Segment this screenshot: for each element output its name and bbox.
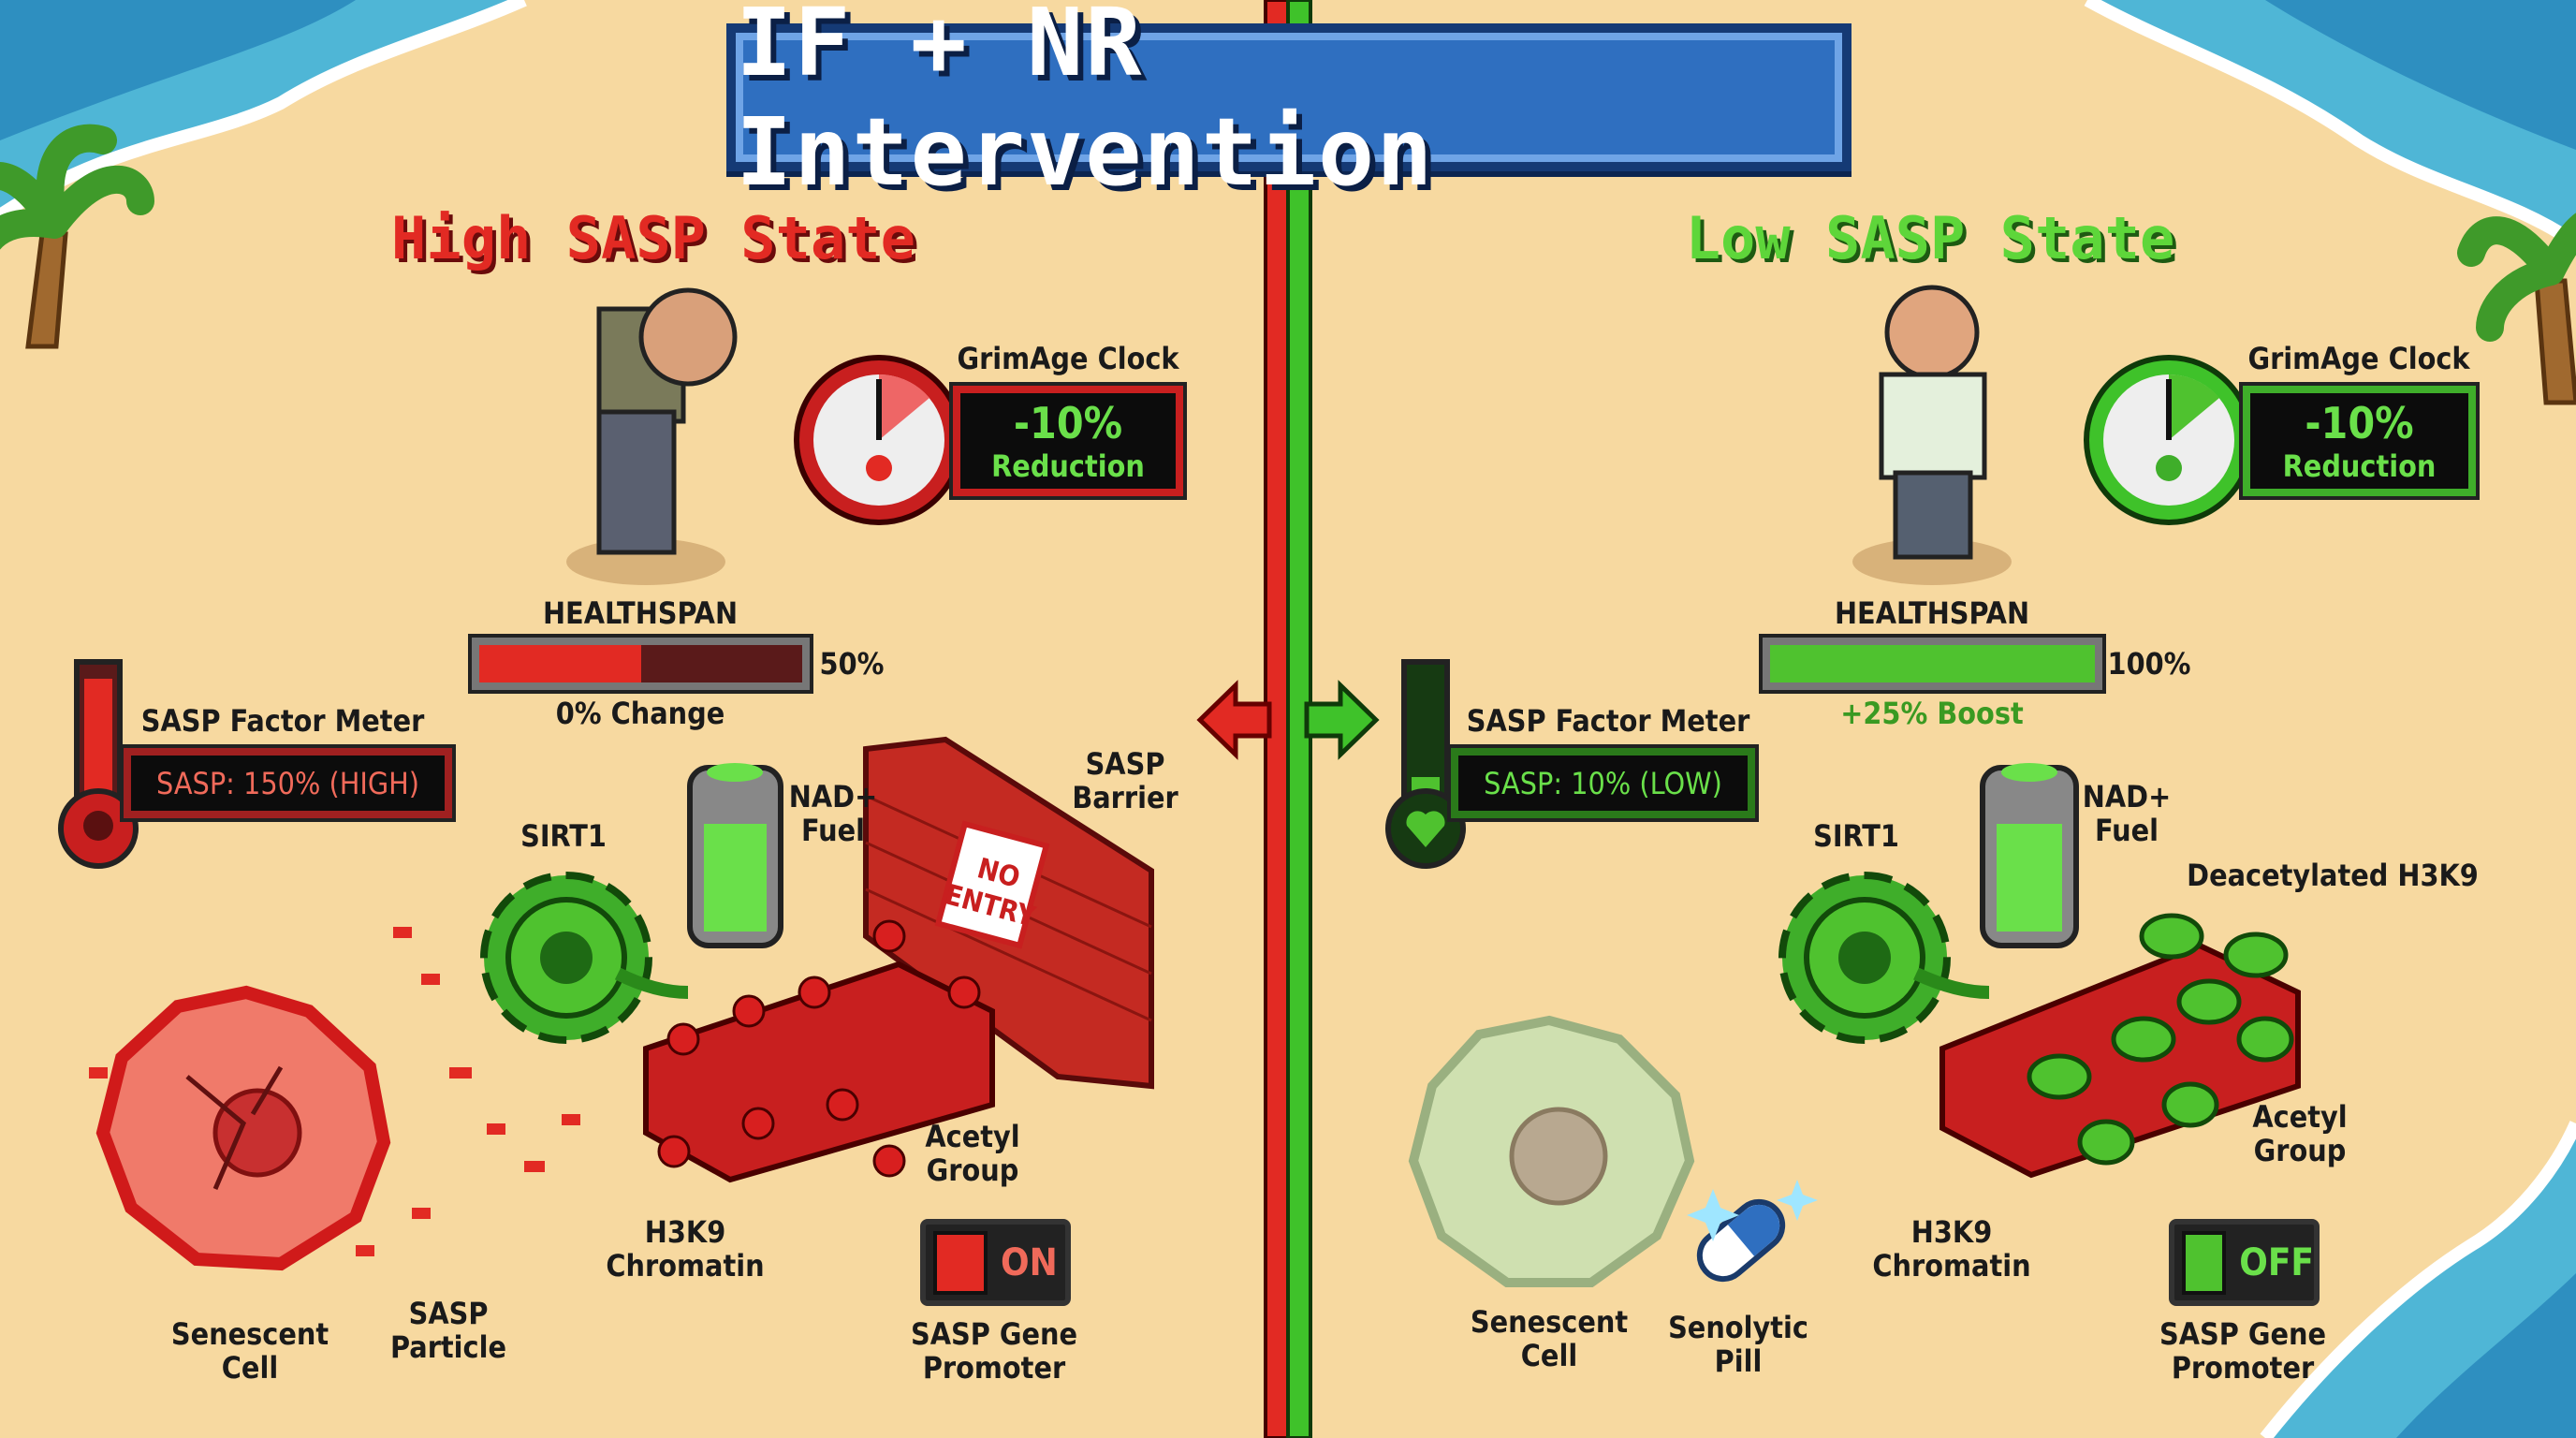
right-sasp-gene-switch-off[interactable]: OFF xyxy=(2169,1219,2320,1306)
left-sasp-reading: SASP: 150% (HIGH) xyxy=(155,765,420,801)
left-sasp-reading-panel: SASP: 150% (HIGH) xyxy=(120,744,456,822)
right-healthspan-bar xyxy=(1759,634,2106,694)
h3k9-chromatin-right xyxy=(1939,913,2301,1179)
left-promoter-label: SASP Gene Promoter xyxy=(910,1316,1078,1386)
left-healthspan-label: HEALTHSPAN xyxy=(542,595,739,631)
ocean-bottom-right xyxy=(2260,1121,2576,1438)
sasp-particle-label: SASP Particle xyxy=(390,1296,506,1365)
arrow-right-icon xyxy=(1304,680,1380,760)
right-sasp-reading-panel: SASP: 10% (LOW) xyxy=(1447,744,1759,822)
senolytic-pill-label: Senolytic Pill xyxy=(1668,1310,1808,1379)
left-healthspan-change: 0% Change xyxy=(555,696,725,731)
right-chromatin-label: H3K9 Chromatin xyxy=(1872,1214,2031,1284)
nad-canister-left xyxy=(687,763,783,948)
palm-tree-right xyxy=(2457,213,2576,405)
right-cell-label: Senescent Cell xyxy=(1470,1304,1629,1373)
left-grimage-caption: Reduction xyxy=(991,448,1145,484)
sasp-thermometer-left xyxy=(58,659,139,869)
sasp-thermometer-right xyxy=(1385,659,1466,869)
right-healthspan-label: HEALTHSPAN xyxy=(1834,595,2030,631)
deacetylated-label: Deacetylated H3K9 xyxy=(2187,858,2479,893)
skull-icon xyxy=(2156,455,2182,481)
center-divider xyxy=(1264,0,1312,1438)
sirt1-gear-left xyxy=(480,872,689,1044)
sasp-barrier-wall xyxy=(863,736,1154,1090)
old-man-healthy-character xyxy=(1852,285,2012,585)
ocean-top-right xyxy=(2084,0,2576,249)
right-state-title: Low SASP State xyxy=(1685,204,2175,272)
right-grimage-panel: -10% Reduction xyxy=(2239,382,2480,500)
switch-knob xyxy=(2182,1230,2227,1295)
old-man-sick-character xyxy=(566,287,738,585)
right-sasp-reading: SASP: 10% (LOW) xyxy=(1484,765,1722,801)
left-sirt1-label: SIRT1 xyxy=(520,818,607,854)
palm-tree-left xyxy=(0,124,154,349)
sirt1-gear-right xyxy=(1778,872,1990,1044)
left-cell-label: Senescent Cell xyxy=(170,1316,329,1386)
left-healthspan-value: 50% xyxy=(819,646,885,682)
right-nad-label: NAD+ Fuel xyxy=(2082,779,2172,848)
sasp-particles xyxy=(89,927,580,1256)
skull-icon xyxy=(83,811,113,841)
left-grimage-value: -10% xyxy=(1013,398,1123,448)
left-state-title: High SASP State xyxy=(391,204,915,272)
title-banner: IF + NR Intervention xyxy=(726,0,1852,207)
grimage-clock-right xyxy=(2084,355,2254,525)
right-healthspan-fill xyxy=(1770,645,2095,682)
left-grimage-label: GrimAge Clock xyxy=(957,341,1179,376)
right-sirt1-label: SIRT1 xyxy=(1813,818,1899,854)
sasp-barrier-label: SASP Barrier xyxy=(1072,746,1178,815)
ocean-top-left xyxy=(0,0,527,221)
skull-icon xyxy=(866,455,892,481)
right-healthspan-change: +25% Boost xyxy=(1840,696,2024,731)
left-nad-label: NAD+ Fuel xyxy=(788,779,878,848)
left-healthspan-bar xyxy=(468,634,813,694)
right-healthspan-value: 100% xyxy=(2107,646,2191,682)
right-grimage-value: -10% xyxy=(2305,398,2414,448)
left-acetyl-label: Acetyl Group xyxy=(925,1119,1020,1188)
left-healthspan-fill xyxy=(479,645,641,682)
h3k9-chromatin-left xyxy=(643,919,995,1183)
nad-canister-right xyxy=(1980,763,2079,948)
left-sasp-meter-label: SASP Factor Meter xyxy=(140,703,425,739)
senescent-cell-damaged xyxy=(95,985,391,1271)
right-sasp-meter-label: SASP Factor Meter xyxy=(1466,703,1750,739)
left-grimage-panel: -10% Reduction xyxy=(949,382,1187,500)
left-chromatin-label: H3K9 Chromatin xyxy=(606,1214,765,1284)
right-grimage-caption: Reduction xyxy=(2282,448,2437,484)
heart-icon xyxy=(1406,811,1445,847)
grimage-clock-left xyxy=(794,355,964,525)
title-text: IF + NR Intervention xyxy=(736,0,1435,207)
senescent-cell-healthy xyxy=(1408,1015,1695,1287)
right-promoter-label: SASP Gene Promoter xyxy=(2159,1316,2327,1386)
left-sasp-gene-switch-on[interactable]: ON xyxy=(920,1219,1071,1306)
switch-label: OFF xyxy=(2239,1240,2314,1284)
switch-label: ON xyxy=(1001,1240,1058,1284)
arrow-left-icon xyxy=(1196,680,1272,760)
senolytic-pill-icon xyxy=(1687,1180,1818,1283)
right-acetyl-label: Acetyl Group xyxy=(2252,1099,2348,1168)
switch-knob xyxy=(933,1230,988,1295)
right-grimage-label: GrimAge Clock xyxy=(2247,341,2470,376)
